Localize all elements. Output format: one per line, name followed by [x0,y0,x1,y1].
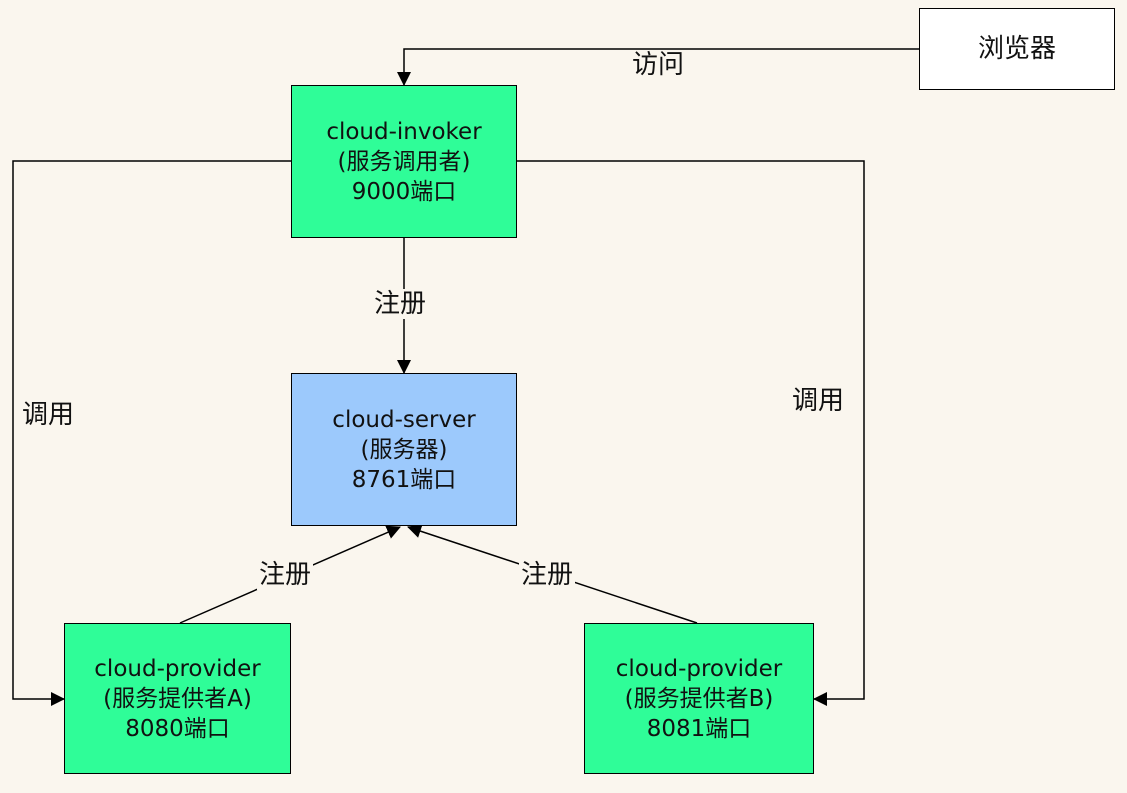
provider-b-role: (服务提供者B) [624,685,774,712]
provider-a-role: (服务提供者A) [103,685,252,712]
browser-label: 浏览器 [977,34,1056,64]
provider-a-name: cloud-provider [94,655,261,682]
provider-a-port: 8080端口 [125,715,230,742]
provider-a-node: cloud-provider (服务提供者A) 8080端口 [64,623,291,774]
call-left-edge [12,160,291,706]
server-name: cloud-server [332,406,476,433]
register-b-label: 注册 [519,560,576,590]
browser-node: 浏览器 [919,8,1115,90]
call-right-edge [517,160,865,706]
server-node: cloud-server (服务器) 8761端口 [291,373,517,526]
invoker-name: cloud-invoker [326,118,482,145]
visit-edge [397,48,919,86]
invoker-node: cloud-invoker (服务调用者) 9000端口 [291,85,517,238]
provider-b-name: cloud-provider [615,655,783,682]
invoker-role: (服务调用者) [337,148,471,175]
server-role: (服务器) [360,436,448,463]
register-invoker-label: 注册 [372,289,429,319]
call-right-label: 调用 [790,386,847,416]
invoker-port: 9000端口 [351,178,457,205]
server-port: 8761端口 [351,466,457,493]
visit-label: 访问 [630,50,687,80]
register-a-label: 注册 [257,560,314,590]
provider-b-port: 8081端口 [646,715,752,742]
provider-b-node: cloud-provider (服务提供者B) 8081端口 [584,623,814,774]
call-left-label: 调用 [20,400,77,430]
